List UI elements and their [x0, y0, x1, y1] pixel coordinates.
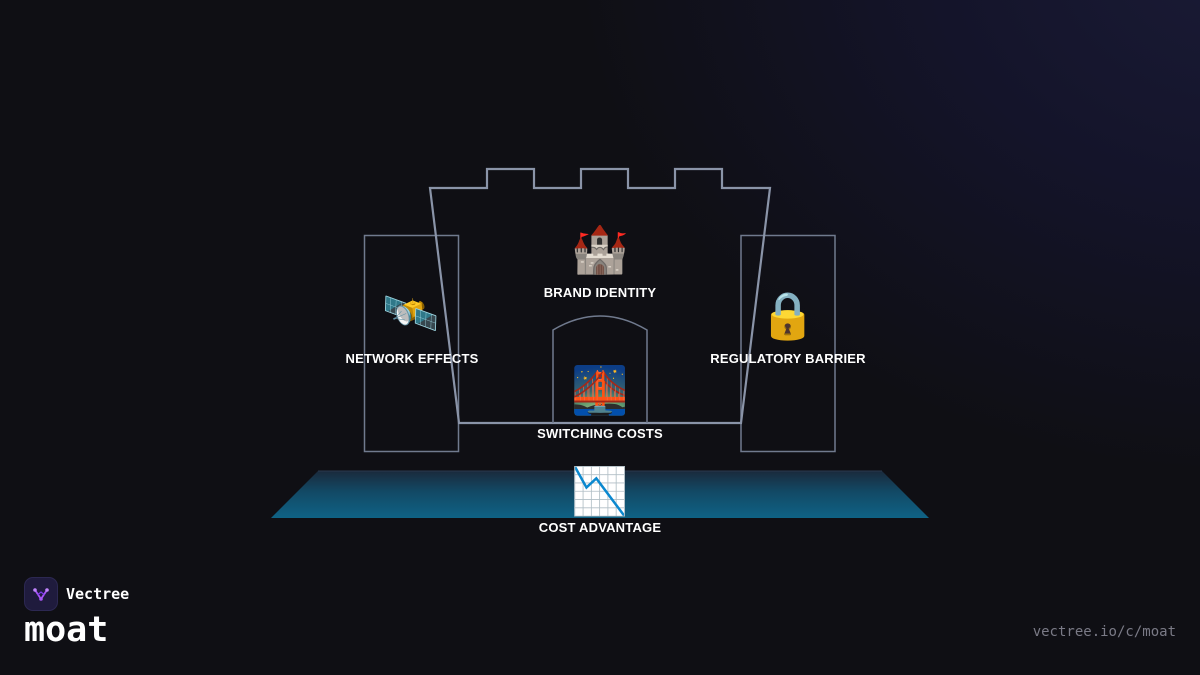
brand-block: Vectree: [24, 577, 129, 611]
bridge-at-night-icon: 🌉: [571, 363, 629, 417]
term-title: moat: [24, 610, 109, 650]
castle-icon: 🏰: [571, 222, 629, 276]
switching-costs-label: SWITCHING COSTS: [537, 426, 663, 441]
brand-identity-label: BRAND IDENTITY: [543, 285, 657, 300]
lock-icon: 🔒: [759, 288, 817, 342]
chart-decreasing-icon: 📉: [571, 464, 629, 518]
moat-water: [271, 471, 929, 518]
satellite-icon: 🛰️: [382, 286, 440, 340]
network-effects-label: NETWORK EFFECTS: [345, 351, 479, 366]
brand-name: Vectree: [66, 585, 130, 603]
left-tower-outline: [363, 234, 460, 453]
cost-advantage-label: COST ADVANTAGE: [538, 520, 662, 535]
castle-keep-outline: [428, 167, 772, 425]
castle-gate-outline: [552, 315, 648, 423]
right-tower-outline: [740, 234, 836, 453]
vectree-logo-icon: [24, 577, 58, 611]
source-url[interactable]: vectree.io/c/moat: [1032, 624, 1176, 640]
regulatory-barrier-label: REGULATORY BARRIER: [710, 351, 866, 366]
vectree-logo-glyph: [33, 588, 49, 601]
